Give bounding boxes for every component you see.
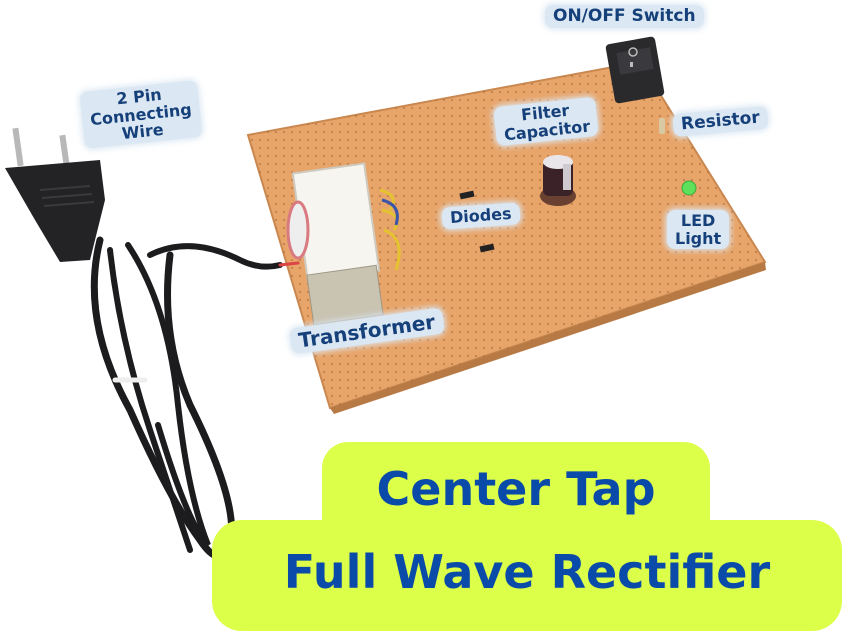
transformer-component <box>286 162 401 326</box>
label-text: Resistor <box>680 107 761 135</box>
label-text: ON/OFF Switch <box>553 6 696 26</box>
diode-2 <box>479 243 495 253</box>
two-pin-plug <box>5 127 105 262</box>
capacitor-component <box>540 155 576 206</box>
banner-title-line2: Full Wave Rectifier <box>283 545 771 599</box>
label-text: Diodes <box>449 203 513 228</box>
switch-component <box>605 36 665 104</box>
power-cable <box>90 236 300 560</box>
label-text: Light <box>675 228 722 248</box>
label-text: LED <box>680 211 716 230</box>
banner-background-bottom <box>212 520 842 631</box>
label-led-light: LED Light <box>667 210 730 250</box>
banner-title-line1: Center Tap <box>376 462 656 516</box>
diode-1 <box>459 190 475 200</box>
led-component <box>681 180 697 196</box>
resistor-component <box>659 118 665 134</box>
label-on-off-switch: ON/OFF Switch <box>545 5 704 28</box>
